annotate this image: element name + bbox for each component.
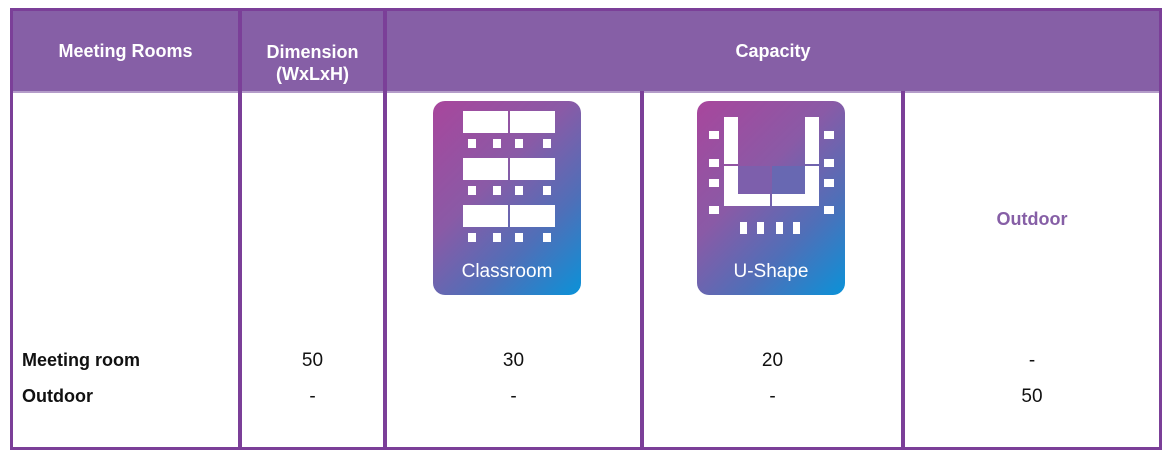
header-dimension-line1: Dimension <box>266 42 359 62</box>
row-outdoor: - <box>1028 350 1036 371</box>
header-dimension-line2: (WxLxH) <box>276 64 349 84</box>
row-classroom: 30 <box>502 350 525 371</box>
column-divider <box>901 91 905 447</box>
row-outdoor: 50 <box>1021 386 1043 407</box>
column-divider <box>640 91 644 447</box>
outdoor-capacity-label: Outdoor <box>996 209 1068 229</box>
header-dimension: Dimension(WxLxH) <box>242 41 383 85</box>
row-dimension: - <box>309 386 316 407</box>
row-classroom: - <box>510 386 517 407</box>
header-capacity: Capacity <box>735 41 811 61</box>
meeting-rooms-table: Meeting Rooms Dimension(WxLxH) Capacity … <box>10 8 1162 450</box>
row-dimension: 50 <box>301 350 324 371</box>
column-divider <box>383 11 387 447</box>
row-name: Meeting room <box>22 350 141 370</box>
classroom-layout-icon: Classroom <box>433 101 581 295</box>
row-name: Outdoor <box>22 386 93 406</box>
column-divider <box>238 11 242 447</box>
table-header <box>13 11 1159 93</box>
u-shape-layout-icon: U-Shape <box>697 101 845 295</box>
row-ushape: - <box>769 386 776 407</box>
u-shape-label: U-Shape <box>733 261 809 282</box>
row-ushape: 20 <box>761 350 784 371</box>
classroom-label: Classroom <box>461 261 553 282</box>
header-meeting-rooms: Meeting Rooms <box>58 41 193 61</box>
